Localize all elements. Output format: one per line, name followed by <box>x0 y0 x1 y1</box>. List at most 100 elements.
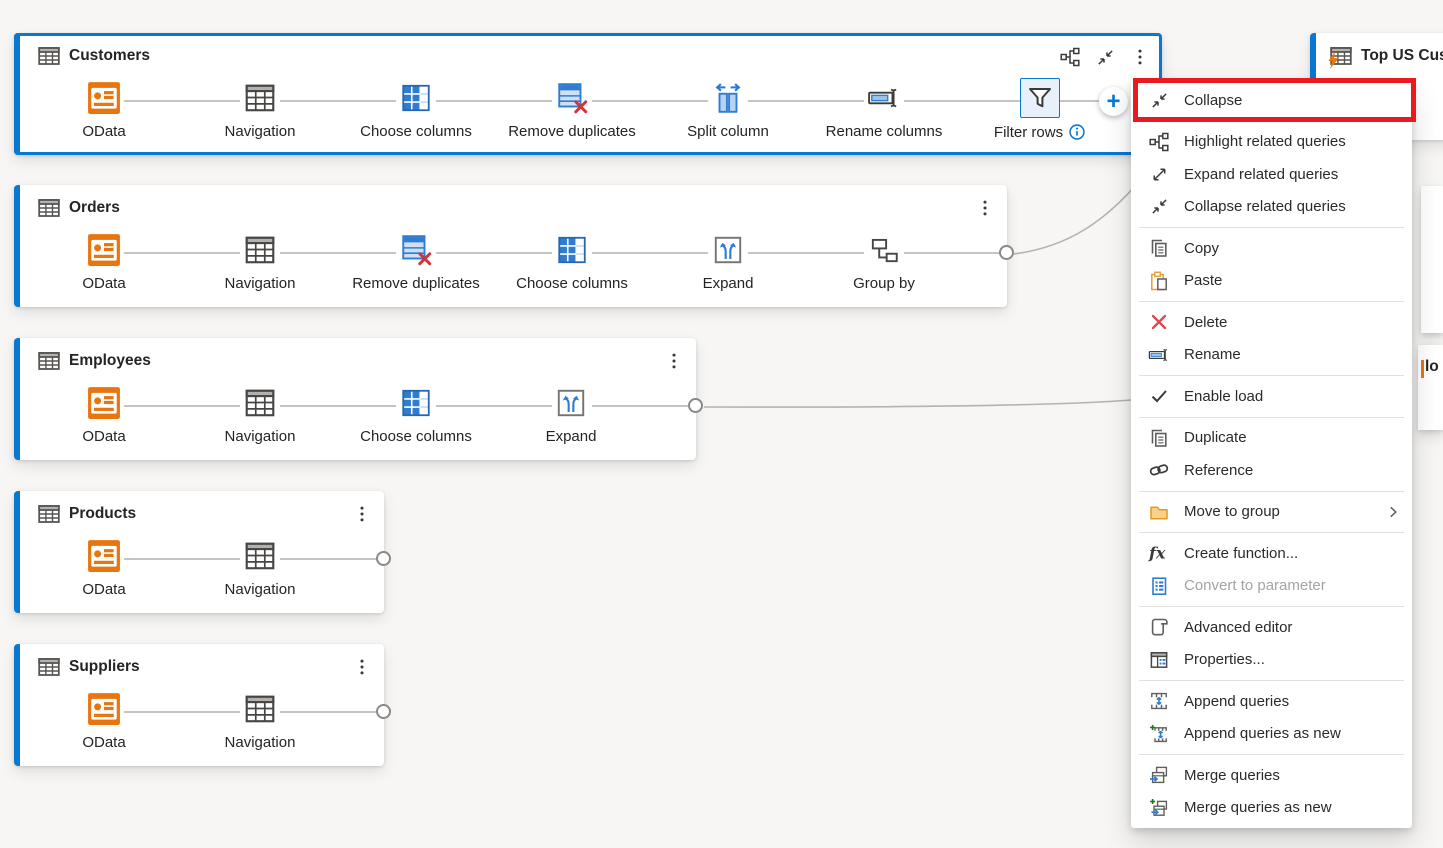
choose-columns-icon <box>399 81 433 115</box>
menu-item-rename[interactable]: Rename <box>1131 339 1412 372</box>
step-remove-duplicates[interactable]: Remove duplicates <box>341 233 491 292</box>
query-card-customers[interactable]: Customers OData Navigation Choose column… <box>14 33 1162 155</box>
step-label: Choose columns <box>360 428 472 445</box>
query-context-menu: Collapse Highlight related queries Expan… <box>1131 80 1412 828</box>
menu-item-properties[interactable]: Properties... <box>1131 644 1412 677</box>
step-connector <box>592 100 708 102</box>
group-by-icon <box>867 233 901 267</box>
choose-columns-icon <box>399 386 433 420</box>
step-navigation[interactable]: Navigation <box>185 386 335 445</box>
query-accent-stripe <box>14 33 20 155</box>
menu-divider <box>1139 680 1404 681</box>
step-label: Navigation <box>224 734 296 751</box>
more-options-icon[interactable] <box>353 658 371 676</box>
output-connector[interactable] <box>376 704 391 719</box>
menu-item-append-queries-as-new[interactable]: Append queries as new <box>1131 718 1412 751</box>
step-label: OData <box>82 123 126 140</box>
step-label: Choose columns <box>516 275 628 292</box>
table-icon <box>38 198 60 218</box>
parameter-icon <box>1148 576 1170 596</box>
step-odata[interactable]: OData <box>29 692 179 751</box>
step-expand[interactable]: Expand <box>496 386 646 445</box>
step-odata[interactable]: OData <box>29 233 179 292</box>
folder-icon <box>1148 502 1170 522</box>
step-label: Navigation <box>224 581 296 598</box>
collapse-related-queries-icon <box>1148 197 1170 216</box>
duplicate-icon <box>1148 428 1170 448</box>
menu-item-collapse[interactable]: Collapse <box>1131 84 1412 117</box>
menu-item-copy[interactable]: Copy <box>1131 232 1412 265</box>
step-filter-rows-selected[interactable]: Filter rows <box>965 78 1115 141</box>
step-choose-columns[interactable]: Choose columns <box>497 233 647 292</box>
more-options-icon[interactable] <box>353 505 371 523</box>
query-header: Customers <box>38 46 150 66</box>
remove-duplicates-icon <box>399 233 433 267</box>
step-odata[interactable]: OData <box>29 81 179 140</box>
query-title: Employees <box>69 352 151 369</box>
info-icon[interactable] <box>1068 123 1086 141</box>
more-options-icon[interactable] <box>1131 48 1149 66</box>
menu-item-create-function[interactable]: Create function... <box>1131 537 1412 570</box>
menu-item-advanced-editor[interactable]: Advanced editor <box>1131 611 1412 644</box>
paste-icon <box>1148 271 1170 291</box>
query-card-suppliers[interactable]: Suppliers OData Navigation <box>14 644 391 766</box>
navigation-table-icon <box>243 386 277 420</box>
menu-item-enable-load[interactable]: Enable load <box>1131 380 1412 413</box>
step-odata[interactable]: OData <box>29 386 179 445</box>
filter-rows-icon <box>1024 82 1056 114</box>
step-label: Remove duplicates <box>352 275 480 292</box>
more-options-icon[interactable] <box>976 199 994 217</box>
step-odata[interactable]: OData <box>29 539 179 598</box>
step-connector <box>280 711 376 713</box>
step-rename-columns[interactable]: Rename columns <box>809 81 959 140</box>
step-label: Choose columns <box>360 123 472 140</box>
menu-item-paste[interactable]: Paste <box>1131 265 1412 298</box>
menu-item-duplicate[interactable]: Duplicate <box>1131 422 1412 455</box>
query-card-products[interactable]: Products OData Navigation <box>14 491 391 613</box>
menu-item-collapse-related-queries[interactable]: Collapse related queries <box>1131 191 1412 224</box>
output-connector[interactable] <box>688 398 703 413</box>
step-connector <box>124 711 240 713</box>
step-group-by[interactable]: Group by <box>809 233 959 292</box>
odata-icon <box>87 233 121 267</box>
step-remove-duplicates[interactable]: Remove duplicates <box>497 81 647 140</box>
query-card-employees[interactable]: Employees OData Navigation Choose column… <box>14 338 703 460</box>
output-connector[interactable] <box>999 245 1014 260</box>
step-navigation[interactable]: Navigation <box>185 233 335 292</box>
menu-item-merge-queries-as-new[interactable]: Merge queries as new <box>1131 792 1412 825</box>
step-split-column[interactable]: Split column <box>653 81 803 140</box>
menu-item-expand-related-queries[interactable]: Expand related queries <box>1131 158 1412 191</box>
step-navigation[interactable]: Navigation <box>185 81 335 140</box>
menu-item-merge-queries[interactable]: Merge queries <box>1131 759 1412 792</box>
step-navigation[interactable]: Navigation <box>185 539 335 598</box>
query-title: Top US Cus <box>1361 47 1443 64</box>
step-navigation[interactable]: Navigation <box>185 692 335 751</box>
step-connector <box>592 252 708 254</box>
step-connector <box>592 405 688 407</box>
menu-item-reference[interactable]: Reference <box>1131 454 1412 487</box>
step-label: Remove duplicates <box>508 123 636 140</box>
add-step-button[interactable]: + <box>1099 87 1128 116</box>
more-options-icon[interactable] <box>665 352 683 370</box>
menu-item-delete[interactable]: Delete <box>1131 306 1412 339</box>
step-expand[interactable]: Expand <box>653 233 803 292</box>
navigation-table-icon <box>243 539 277 573</box>
menu-item-convert-to-parameter: Convert to parameter <box>1131 570 1412 603</box>
menu-item-append-queries[interactable]: Append queries <box>1131 685 1412 718</box>
menu-item-highlight-related-queries[interactable]: Highlight related queries <box>1131 126 1412 159</box>
menu-item-move-to-group[interactable]: Move to group <box>1131 496 1412 529</box>
step-label: OData <box>82 734 126 751</box>
step-connector <box>280 558 376 560</box>
odata-icon <box>87 539 121 573</box>
navigation-table-icon <box>243 692 277 726</box>
chevron-right-icon <box>1384 503 1402 521</box>
step-label: Expand <box>545 428 597 445</box>
output-connector[interactable] <box>376 551 391 566</box>
query-card-orders[interactable]: Orders OData Navigation Remove duplicate… <box>14 185 1014 307</box>
step-choose-columns[interactable]: Choose columns <box>341 81 491 140</box>
step-choose-columns[interactable]: Choose columns <box>341 386 491 445</box>
highlight-related-queries-icon[interactable] <box>1060 47 1080 67</box>
partial-card-sliver-with-text: lo <box>1418 345 1443 430</box>
collapse-icon[interactable] <box>1096 48 1115 67</box>
